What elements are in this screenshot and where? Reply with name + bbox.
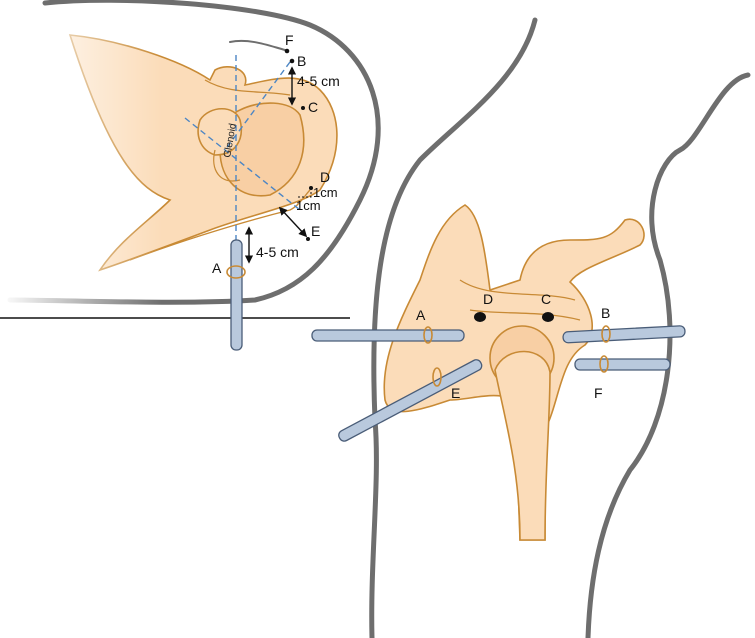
label-f-left: F <box>285 32 294 48</box>
rod-b <box>562 325 686 344</box>
guide-line-b <box>224 61 291 151</box>
portal-d-marker <box>474 312 486 322</box>
guide-line-e <box>184 117 301 211</box>
rod-a-left <box>230 239 243 351</box>
rod-e <box>338 359 483 442</box>
label-a-right: A <box>416 307 426 323</box>
label-b-left: B <box>297 53 306 69</box>
label-e-left: E <box>311 223 320 239</box>
label-e-right: E <box>451 385 460 401</box>
label-f-right: F <box>594 385 603 401</box>
rod-f <box>574 358 671 371</box>
scapula-posterior <box>383 204 645 541</box>
right-posterior-view: A D C B E F <box>311 17 751 638</box>
body-outline-right-2 <box>585 72 751 638</box>
cannula-ring-a-left <box>226 265 246 279</box>
measure-a-offset: 4-5 cm <box>256 244 299 260</box>
label-c-left: C <box>308 99 318 115</box>
left-lateral-view: Glenoid F B 4-5 cm C D 1cm 1cm E 4-5 cm … <box>0 0 381 351</box>
measure-d-horizontal: 1cm <box>296 198 321 213</box>
label-b-right: B <box>601 305 610 321</box>
measure-d-vertical: 1cm <box>313 185 338 200</box>
label-d-left: D <box>320 169 330 185</box>
label-a-left: A <box>212 260 222 276</box>
portal-c-marker <box>542 312 554 322</box>
measure-b-c: 4-5 cm <box>297 73 340 89</box>
label-d-right: D <box>483 291 493 307</box>
e-distance-arrow <box>278 206 308 238</box>
rod-a-right <box>311 329 465 342</box>
label-c-right: C <box>541 291 551 307</box>
body-outline-right-1 <box>369 17 538 638</box>
